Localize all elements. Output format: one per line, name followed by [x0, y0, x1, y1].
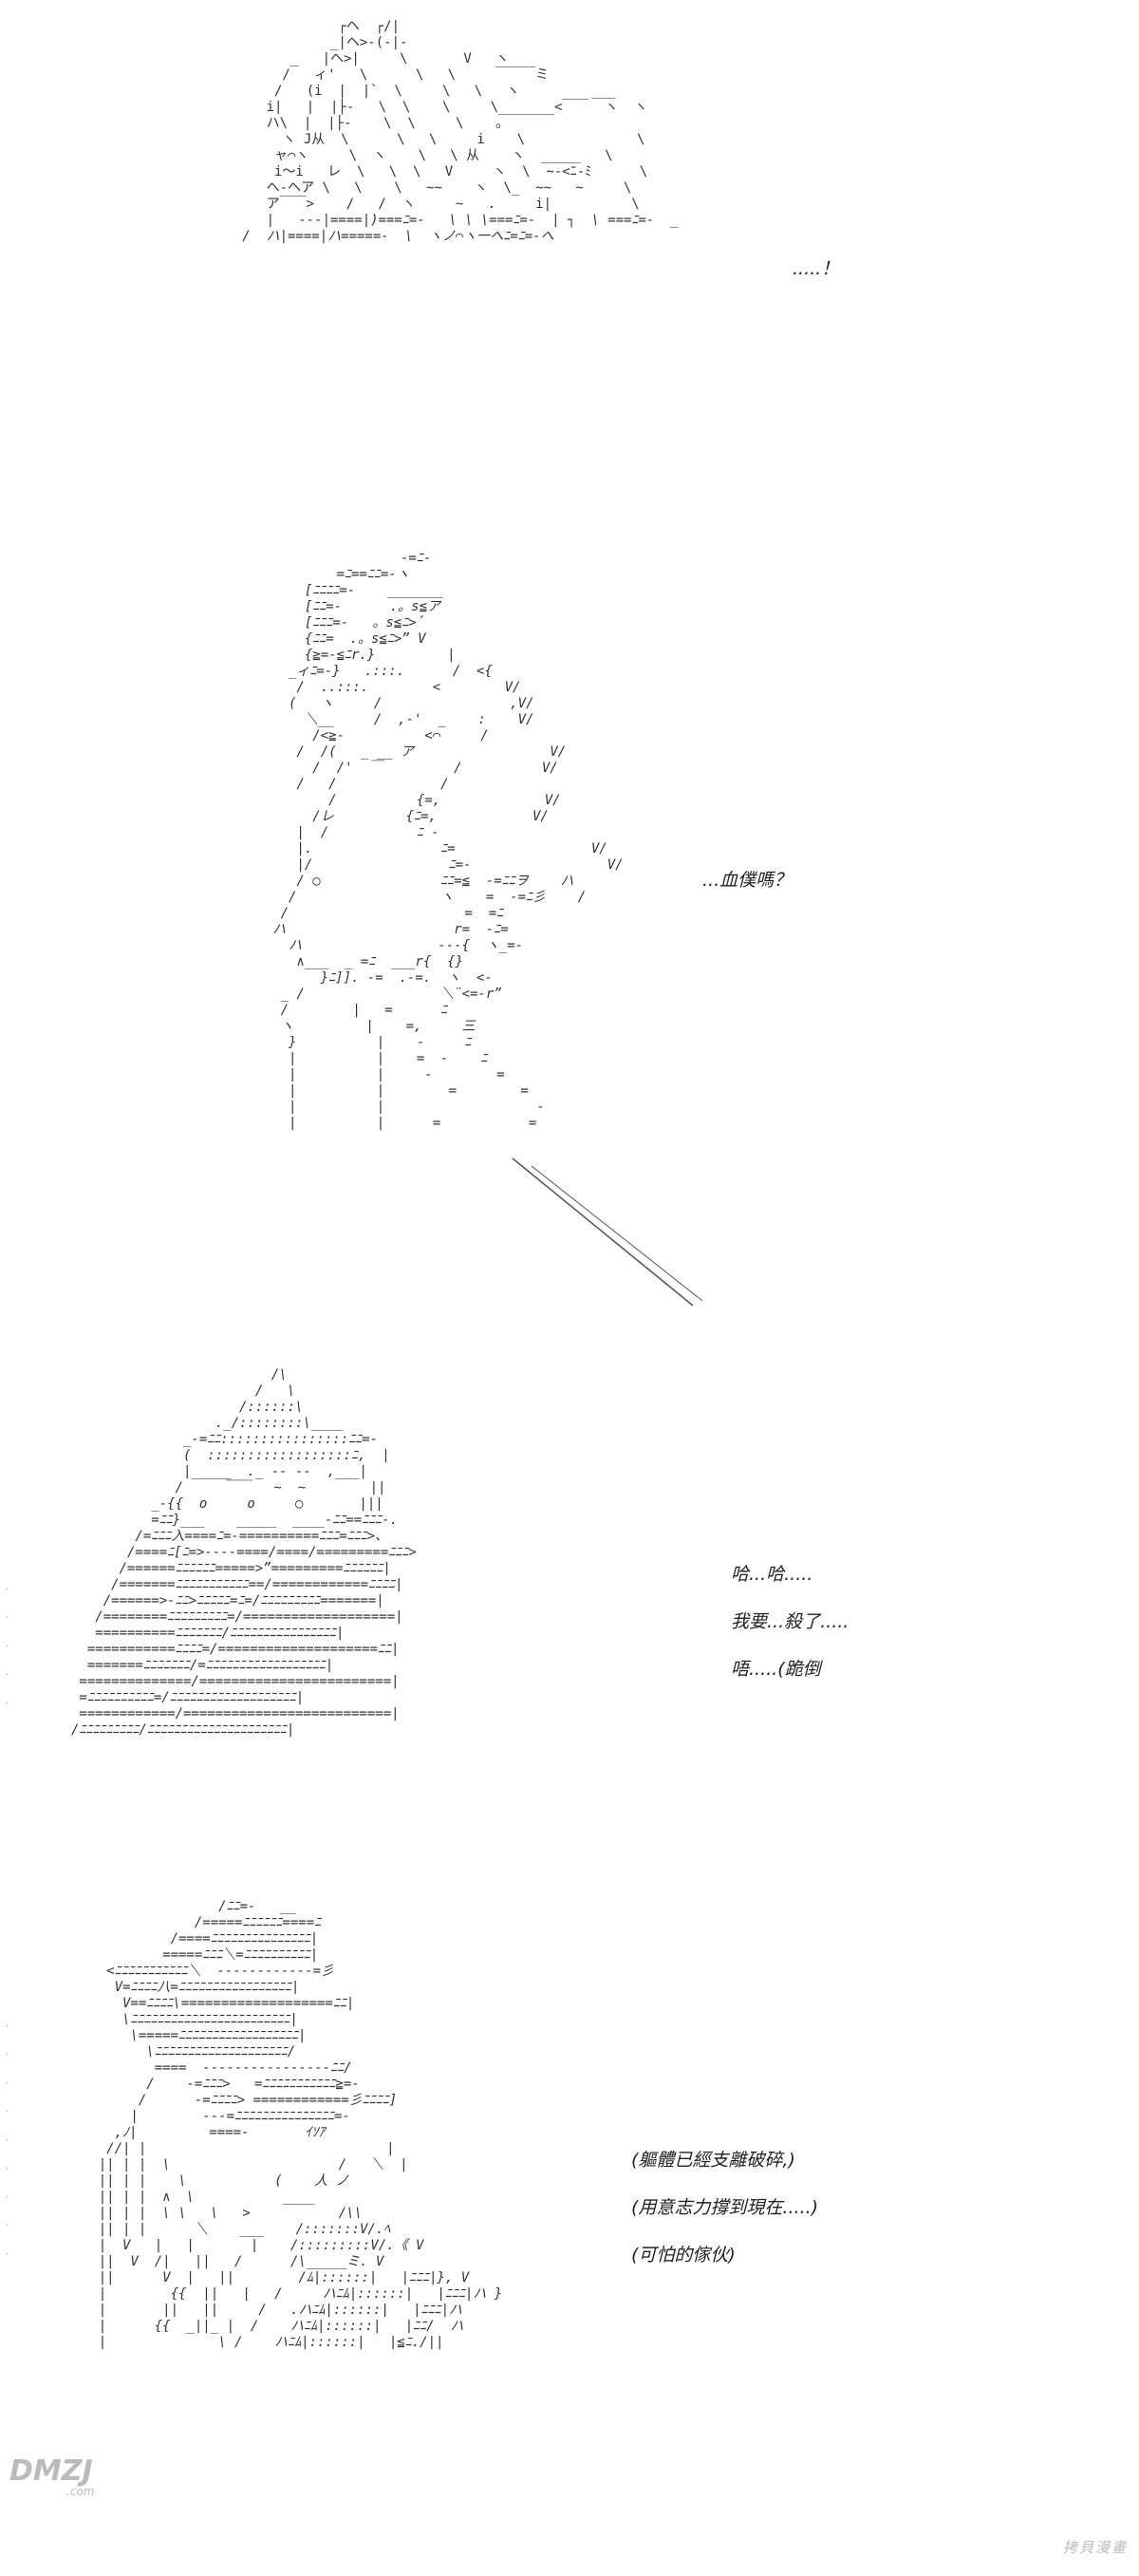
- dialogue-line: .....！: [793, 258, 840, 279]
- edge-dots: ·····: [6, 1585, 9, 1709]
- site-watermark: 拷貝漫畫: [1062, 2539, 1128, 2556]
- panel-1: ┌ヘ ┌/| _|ヘ>-(-|- _ |ヘ>| \ V ヽ / ィ' \ \ \…: [0, 0, 1139, 532]
- dmzj-logo: DMZJ .com: [9, 2454, 94, 2498]
- dialogue-line: (軀體已經支離破碎,): [631, 2150, 795, 2171]
- panel-3: ····· /\ / \ /::::::\ ._/::::::::\____ _…: [0, 1329, 1139, 1861]
- logo-sub: .com: [66, 2485, 94, 2498]
- sword-lines: [512, 1157, 703, 1307]
- dialogue-line: 我要...殺了.....: [731, 1611, 850, 1632]
- panel-2: -=ﾆ- =ﾆ==ﾆﾆ=-ヽ [ﾆﾆﾆﾆ=- _______ [ﾆﾆ=- .。s…: [0, 532, 1139, 1329]
- ascii-art-figure-3: /\ / \ /::::::\ ._/::::::::\____ _-=ﾆﾆ::…: [71, 1367, 417, 1738]
- edge-dots: ·········: [6, 2021, 9, 2260]
- dialogue-line: 哈...哈.....: [731, 1564, 813, 1585]
- logo-text: DMZJ: [9, 2454, 93, 2488]
- ascii-art-figure-4: /ﾆﾆ=- __ /=====ﾆﾆﾆﾆﾆﾆ====ﾆ /====ﾆﾆﾆﾆﾆﾆﾆﾆ…: [98, 1899, 503, 2350]
- ascii-art-figure-2: -=ﾆ- =ﾆ==ﾆﾆ=-ヽ [ﾆﾆﾆﾆ=- _______ [ﾆﾆ=- .。s…: [272, 551, 624, 1131]
- dialogue-line: (用意志力撐到現在.....): [631, 2197, 819, 2218]
- dialogue-line: (可怕的傢伙): [631, 2245, 736, 2266]
- panel-4: ········· /ﾆﾆ=- __ /=====ﾆﾆﾆﾆﾆﾆ====ﾆ /==…: [0, 1861, 1139, 2576]
- ascii-art-figure-1: ┌ヘ ┌/| _|ヘ>-(-|- _ |ヘ>| \ V ヽ / ィ' \ \ \…: [242, 19, 679, 244]
- dialogue-line: ...血僕嗎？: [702, 870, 793, 891]
- dialogue-line: 唔.....(跪倒: [731, 1659, 821, 1680]
